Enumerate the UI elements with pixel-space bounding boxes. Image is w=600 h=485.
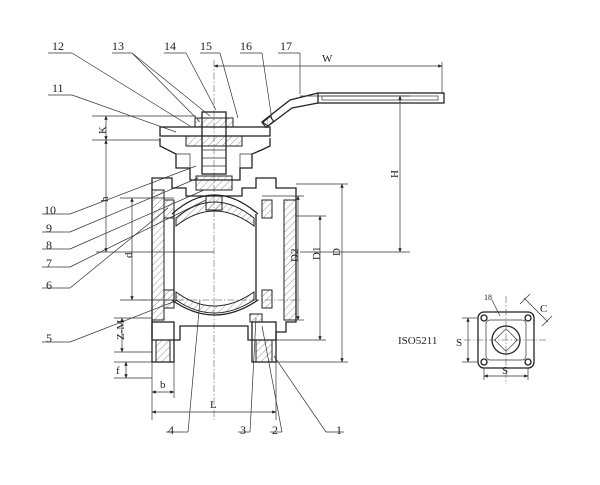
- dim-label-d-large: D: [331, 248, 343, 256]
- dim-label-l: L: [210, 399, 217, 411]
- dimension-labels: W H K h d D2 D1 D Z-M f b L: [97, 53, 401, 411]
- part-label-15: 15: [200, 39, 212, 53]
- stem-assembly: [159, 111, 271, 175]
- iso-standard-label: ISO5211: [398, 335, 437, 347]
- part-label-16: 16: [240, 39, 252, 53]
- dim-label-h-lower: h: [99, 196, 111, 202]
- part-labels: 12 13 14 15 16 17 11 10 9 8 7 6 5 4 3 2 …: [44, 39, 342, 437]
- mounting-pad: [159, 138, 271, 191]
- part-label-2: 2: [272, 423, 278, 437]
- valve-body: [151, 177, 297, 341]
- dim-label-w: W: [322, 53, 333, 65]
- part-label-11: 11: [52, 81, 64, 95]
- flange-s-bottom-label: S: [502, 365, 508, 377]
- part-label-5: 5: [46, 331, 52, 345]
- flange-c-label: C: [540, 303, 547, 315]
- iso-flange-view: [462, 293, 553, 384]
- dim-label-d1: D1: [311, 247, 323, 260]
- leader-lines: [42, 52, 344, 433]
- flange-s-left-label: S: [456, 337, 462, 349]
- part-label-17: 17: [280, 39, 292, 53]
- handle-lever: [260, 92, 445, 129]
- part-label-7: 7: [46, 256, 52, 270]
- part-label-13: 13: [112, 39, 124, 53]
- dim-label-h-upper: H: [389, 170, 401, 178]
- part-label-6: 6: [46, 278, 52, 292]
- dim-label-f: f: [116, 365, 120, 377]
- dim-label-k: K: [97, 126, 109, 134]
- part-label-10: 10: [44, 203, 56, 217]
- part-label-4: 4: [168, 423, 174, 437]
- ball: [171, 194, 259, 316]
- part-label-14: 14: [164, 39, 176, 53]
- flange-note-label: 18: [484, 293, 492, 302]
- dim-label-d2: D2: [289, 249, 301, 262]
- part-label-12: 12: [52, 39, 64, 53]
- dim-label-b: b: [160, 379, 166, 391]
- dim-label-d-small: d: [123, 252, 135, 258]
- part-label-1: 1: [336, 423, 342, 437]
- part-label-3: 3: [240, 423, 246, 437]
- dim-label-z-m: Z-M: [115, 320, 127, 340]
- part-label-8: 8: [46, 238, 52, 252]
- valve-section-view: [140, 60, 445, 420]
- part-label-9: 9: [46, 221, 52, 235]
- flange-labels: ISO5211 S S C 18: [398, 293, 547, 377]
- dimension-lines: [92, 62, 443, 420]
